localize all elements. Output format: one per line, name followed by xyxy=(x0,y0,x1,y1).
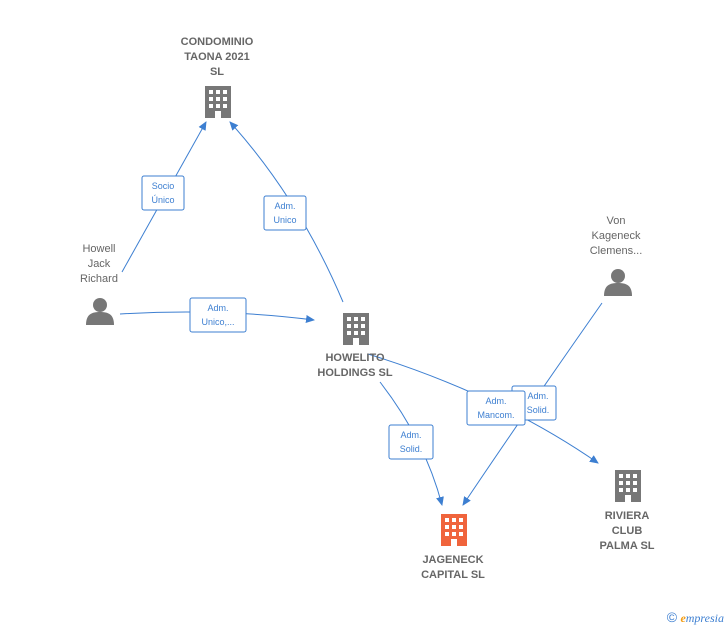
edge-label-line2: Mancom. xyxy=(477,410,514,420)
copyright-icon: © xyxy=(666,609,678,625)
node-label-line3: Richard xyxy=(80,273,118,285)
node-label-line2: Kageneck xyxy=(592,230,641,242)
node-label-line3: PALMA SL xyxy=(600,540,655,552)
edge-label-line2: Solid. xyxy=(400,444,423,454)
edge-label-line1: Adm. xyxy=(527,391,548,401)
edge-label-howell-condominio[interactable]: Socio Único xyxy=(141,175,185,211)
building-icon xyxy=(615,470,641,502)
node-condominio[interactable]: CONDOMINIO TAONA 2021 SL xyxy=(181,36,254,118)
person-icon xyxy=(86,298,114,325)
edge-label-line2: Unico,... xyxy=(201,317,234,327)
node-label-line2: CLUB xyxy=(612,525,643,537)
building-icon xyxy=(343,313,369,345)
building-icon xyxy=(441,514,467,546)
edge-label-howelito-condominio[interactable]: Adm. Unico xyxy=(263,195,307,231)
building-icon xyxy=(205,86,231,118)
node-riviera[interactable]: RIVIERA CLUB PALMA SL xyxy=(600,470,655,552)
edge-label-line1: Adm. xyxy=(400,430,421,440)
edge-label-howelito-jageneck[interactable]: Adm. Solid. xyxy=(388,424,434,460)
edge-label-line1: Adm. xyxy=(207,303,228,313)
edge-label-line2: Unico xyxy=(273,215,296,225)
node-label-line1: RIVIERA xyxy=(605,510,650,522)
node-howelito[interactable]: HOWELITO HOLDINGS SL xyxy=(317,313,393,379)
edge-label-line1: Adm. xyxy=(485,396,506,406)
node-label-line2: HOLDINGS SL xyxy=(317,367,392,379)
edge-label-line1: Adm. xyxy=(274,201,295,211)
node-label-line3: SL xyxy=(210,66,224,78)
edge-label-line2: Solid. xyxy=(527,405,550,415)
node-von[interactable]: Von Kageneck Clemens... xyxy=(590,215,643,296)
node-label-line2: Jack xyxy=(88,258,111,270)
node-label-line1: JAGENECK xyxy=(422,554,483,566)
person-icon xyxy=(604,269,632,296)
footer-brand: © empresia xyxy=(667,609,724,626)
node-label-line1: Von xyxy=(607,215,626,227)
brand-logo[interactable]: empresia xyxy=(680,611,724,625)
node-label-line2: TAONA 2021 xyxy=(184,51,249,63)
node-jageneck[interactable]: JAGENECK CAPITAL SL xyxy=(421,514,485,581)
edge-label-line2: Único xyxy=(151,195,174,205)
node-label-line2: CAPITAL SL xyxy=(421,569,485,581)
node-label-line1: CONDOMINIO xyxy=(181,36,254,48)
edge-label-line1: Socio xyxy=(152,181,175,191)
edge-label-howelito-riviera[interactable]: Adm. Mancom. xyxy=(466,390,526,426)
node-label-line3: Clemens... xyxy=(590,245,643,257)
edge-labels: Socio Único Adm. Unico Adm. Unico,... Ad… xyxy=(141,175,557,460)
node-label-line1: HOWELITO xyxy=(325,352,385,364)
edge-label-howell-howelito[interactable]: Adm. Unico,... xyxy=(189,297,247,333)
node-howell[interactable]: Howell Jack Richard xyxy=(80,243,118,325)
node-label-line1: Howell xyxy=(82,243,115,255)
